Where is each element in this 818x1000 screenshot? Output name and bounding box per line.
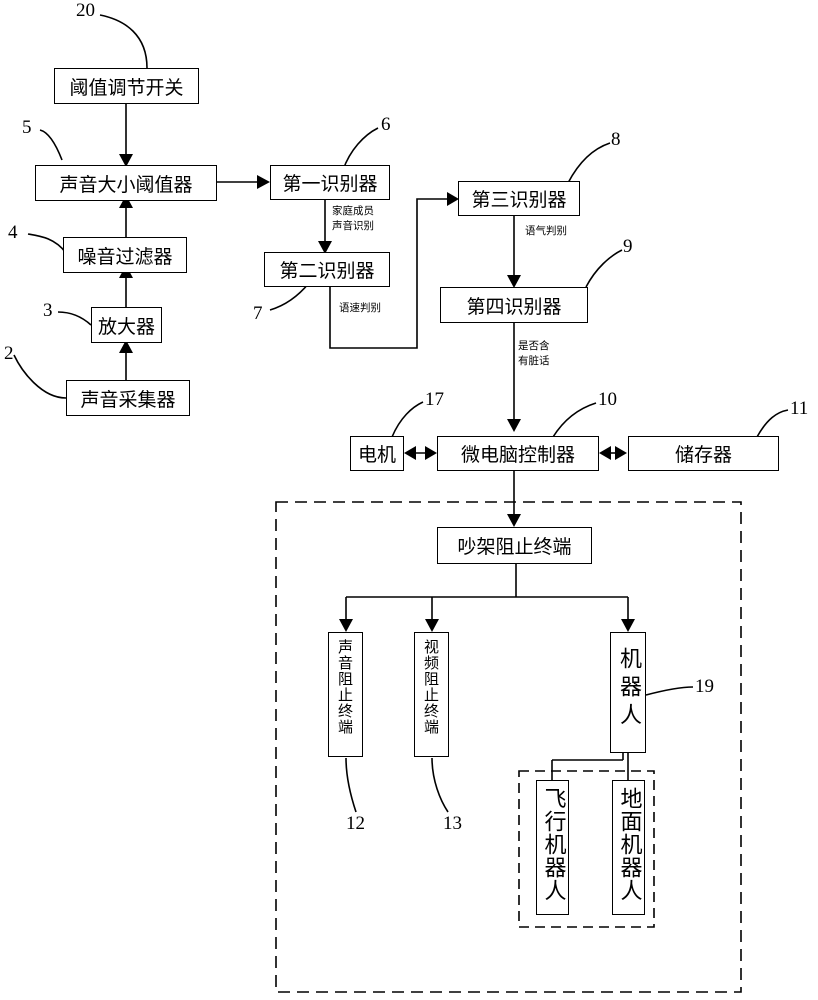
dirty-words-label: 是否含 有脏话 — [518, 339, 550, 369]
arrowhead-down — [425, 619, 439, 632]
storage-label: 储存器 — [674, 444, 732, 466]
quarrel-terminal-label: 吵架阻止终端 — [457, 536, 572, 558]
amplifier-box: 放大器 — [91, 307, 162, 343]
arrowhead-left — [599, 446, 611, 460]
leader-7 — [269, 282, 310, 311]
sound-collector-label: 声音采集器 — [80, 388, 176, 411]
leader-5 — [39, 129, 63, 161]
family-voice-line-1: 家庭成员 — [332, 205, 374, 217]
motor-label: 电机 — [357, 444, 396, 466]
arrowhead-down — [119, 154, 133, 167]
threshold-switch-box: 阈值调节开关 — [54, 68, 199, 104]
ref-number-12: 12 — [346, 813, 365, 834]
amplifier-label: 放大器 — [97, 315, 155, 338]
third-recognizer-box: 第三识别器 — [458, 181, 580, 216]
family-voice-label: 家庭成员 声音识别 — [332, 204, 374, 234]
microcontroller-box: 微电脑控制器 — [437, 436, 599, 471]
ref-number-6: 6 — [381, 114, 391, 135]
ref-number-17: 17 — [425, 389, 444, 410]
dirty-words-line-1: 是否含 — [518, 340, 550, 352]
first-recognizer-label: 第一识别器 — [282, 173, 378, 195]
arrowhead-right — [447, 192, 459, 206]
arrowhead-down — [339, 619, 353, 632]
motor-box: 电机 — [350, 436, 404, 471]
leader-17 — [391, 401, 424, 438]
sound-collector-box: 声音采集器 — [66, 380, 190, 416]
volume-threshold-box: 声音大小阈值器 — [35, 165, 217, 201]
arrowhead-down — [318, 241, 332, 254]
arrowhead-down — [507, 419, 521, 432]
arrowhead-down — [621, 619, 635, 632]
first-recognizer-box: 第一识别器 — [270, 165, 390, 200]
video-terminal-box: 视频阻止终端 — [414, 632, 449, 757]
arrowhead-right — [615, 446, 627, 460]
arrowhead-right — [425, 446, 437, 460]
leader-3 — [57, 311, 92, 326]
leader-9 — [585, 249, 623, 288]
microcontroller-label: 微电脑控制器 — [460, 444, 575, 466]
arrowhead-left — [404, 446, 416, 460]
ground-robot-box: 地面机器人 — [612, 780, 645, 915]
fourth-recognizer-label: 第四识别器 — [466, 295, 562, 318]
speech-rate-label: 语速判别 — [339, 302, 381, 314]
ground-robot-label: 地面机器人 — [616, 787, 642, 902]
arrowhead-down — [507, 514, 521, 527]
arrow-second-to-third — [329, 198, 448, 349]
video-terminal-label: 视频阻止终端 — [422, 639, 440, 735]
arrowhead-up — [119, 340, 133, 353]
ref-number-20: 20 — [76, 0, 95, 21]
leader-13 — [431, 757, 449, 813]
noise-filter-label: 噪音过滤器 — [77, 245, 173, 268]
ref-number-2: 2 — [4, 343, 14, 364]
ref-number-9: 9 — [623, 236, 633, 257]
ref-number-8: 8 — [611, 129, 621, 150]
ref-number-4: 4 — [8, 222, 18, 243]
leader-6 — [342, 127, 379, 171]
leader-10 — [552, 402, 597, 438]
leader-20 — [99, 14, 148, 69]
leader-4 — [27, 233, 67, 254]
sound-terminal-box: 声音阻止终端 — [328, 632, 363, 757]
leader-8 — [567, 142, 611, 184]
flying-robot-box: 飞行机器人 — [536, 780, 569, 915]
robot-box: 机器人 — [610, 632, 646, 753]
ref-number-10: 10 — [598, 389, 617, 410]
storage-box: 储存器 — [628, 436, 779, 471]
leader-11 — [756, 409, 789, 438]
ref-number-19: 19 — [695, 676, 714, 697]
leader-19 — [645, 686, 694, 696]
robot-label: 机器人 — [616, 647, 641, 731]
noise-filter-box: 噪音过滤器 — [63, 237, 187, 273]
second-recognizer-label: 第二识别器 — [279, 260, 375, 282]
ref-number-3: 3 — [43, 300, 53, 321]
sound-terminal-label: 声音阻止终端 — [336, 639, 354, 735]
ref-number-5: 5 — [22, 117, 32, 138]
quarrel-terminal-box: 吵架阻止终端 — [437, 527, 592, 564]
leader-2 — [13, 354, 67, 399]
arrowhead-right — [257, 175, 270, 189]
arrowhead-up — [119, 195, 133, 208]
threshold-switch-label: 阈值调节开关 — [69, 76, 184, 99]
fourth-recognizer-box: 第四识别器 — [440, 287, 588, 323]
ref-number-7: 7 — [253, 303, 263, 324]
arrowhead-down — [507, 275, 521, 288]
tone-label: 语气判别 — [525, 225, 567, 237]
terminal-group-dashed — [275, 501, 742, 993]
leader-12 — [345, 757, 357, 813]
robot-group-dashed — [518, 770, 655, 928]
dirty-words-line-2: 有脏话 — [518, 355, 550, 367]
ref-number-11: 11 — [790, 398, 809, 419]
family-voice-line-2: 声音识别 — [332, 220, 374, 232]
flying-robot-label: 飞行机器人 — [540, 787, 566, 902]
volume-threshold-label: 声音大小阈值器 — [59, 173, 193, 196]
third-recognizer-label: 第三识别器 — [471, 189, 567, 211]
ref-number-13: 13 — [443, 813, 462, 834]
second-recognizer-box: 第二识别器 — [264, 252, 390, 287]
